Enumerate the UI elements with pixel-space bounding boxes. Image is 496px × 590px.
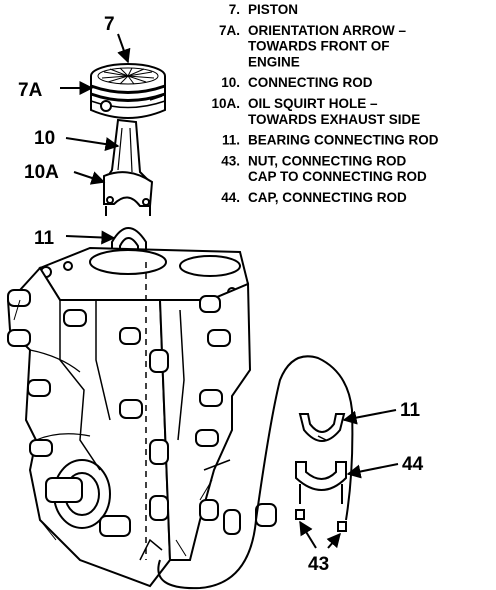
legend-number: 43.	[221, 153, 240, 168]
callout-10a-oil-squirt-hole: 10A	[24, 162, 59, 183]
connecting-rod-cap	[295, 461, 347, 532]
callout-43-nut: 43	[308, 554, 329, 575]
piston	[90, 63, 166, 119]
callout-10-connecting-rod: 10	[34, 128, 55, 149]
legend-text: ORIENTATION ARROW –	[248, 23, 406, 38]
legend-number: 44.	[221, 190, 240, 205]
connecting-rod	[103, 118, 154, 216]
callout-11-bearing-top: 11	[34, 228, 55, 249]
legend-text: TOWARDS FRONT OF	[248, 39, 390, 54]
callout-7a-orientation-arrow: 7A	[18, 80, 43, 101]
parts-legend: 7. PISTON 7A. ORIENTATION ARROW –TOWARDS FR…	[211, 2, 438, 205]
legend-text: ENGINE	[248, 54, 300, 69]
legend-number: 7A.	[219, 23, 240, 38]
legend-number: 7.	[229, 2, 240, 17]
callout-7-piston: 7	[104, 14, 115, 35]
legend-text: TOWARDS EXHAUST SIDE	[248, 112, 420, 127]
detail-loop	[157, 355, 354, 590]
callout-44-cap: 44	[402, 454, 424, 475]
legend-text: CONNECTING ROD	[248, 75, 373, 90]
callout-11-bearing-detail: 11	[400, 400, 421, 421]
callout-leaders	[60, 33, 399, 549]
bearing-shell-detail	[298, 413, 346, 442]
legend-text: CAP, CONNECTING ROD	[248, 190, 407, 205]
legend-text: OIL SQUIRT HOLE –	[248, 96, 378, 111]
legend-number: 10.	[221, 75, 240, 90]
legend-text: NUT, CONNECTING ROD	[248, 153, 407, 168]
legend-number: 10A.	[211, 96, 240, 111]
legend-number: 11.	[222, 133, 240, 148]
legend-text: CAP TO CONNECTING ROD	[248, 169, 427, 184]
legend-text: PISTON	[248, 2, 298, 17]
engine-block	[6, 246, 277, 588]
legend-text: BEARING CONNECTING ROD	[248, 133, 439, 148]
